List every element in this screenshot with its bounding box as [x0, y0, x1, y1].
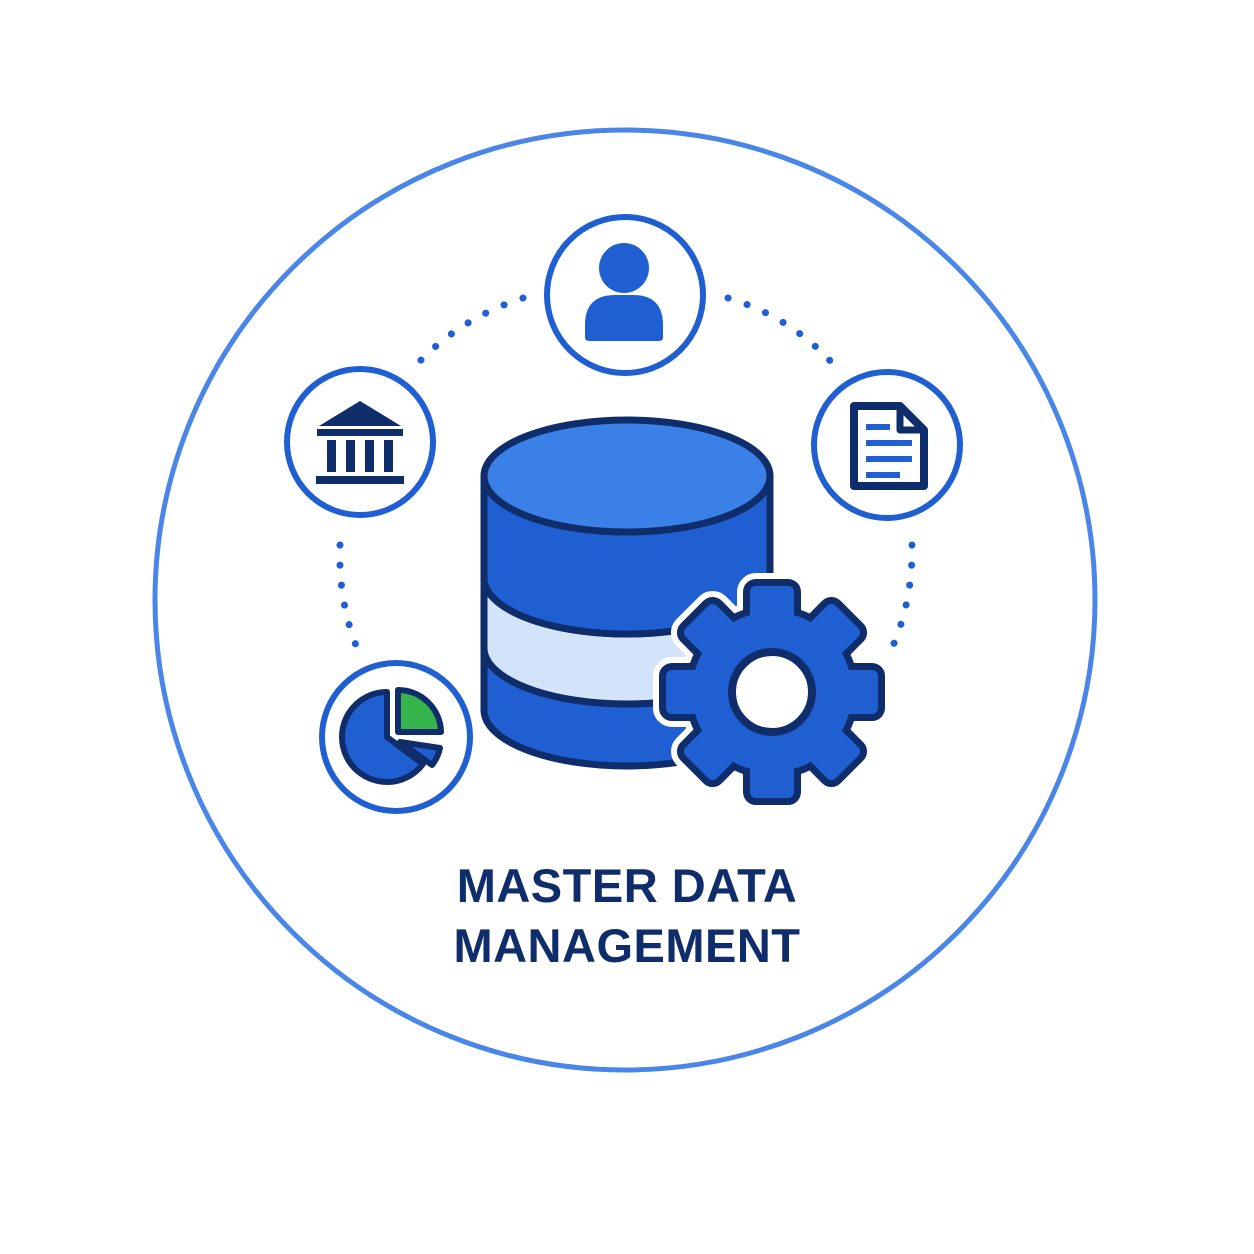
satellite-document	[811, 369, 963, 521]
satellite-bank	[284, 366, 436, 518]
gear-icon	[653, 573, 891, 811]
satellite-user	[544, 214, 706, 376]
pie-chart-icon	[339, 687, 444, 785]
title-line-1: MASTER DATA	[457, 859, 798, 912]
dotted-arc-top-right	[724, 294, 844, 376]
bank-icon	[316, 401, 404, 484]
gear-hub	[728, 648, 816, 736]
satellite-pie-chart	[319, 660, 473, 814]
dotted-arc-top-left	[406, 294, 527, 376]
document-icon	[850, 402, 928, 490]
database-top-lid	[480, 416, 774, 536]
title-line-2: MANAGEMENT	[453, 919, 800, 972]
user-icon	[585, 243, 663, 341]
diagram-title: MASTER DATA MANAGEMENT	[453, 859, 800, 972]
dotted-connectors	[336, 294, 916, 652]
